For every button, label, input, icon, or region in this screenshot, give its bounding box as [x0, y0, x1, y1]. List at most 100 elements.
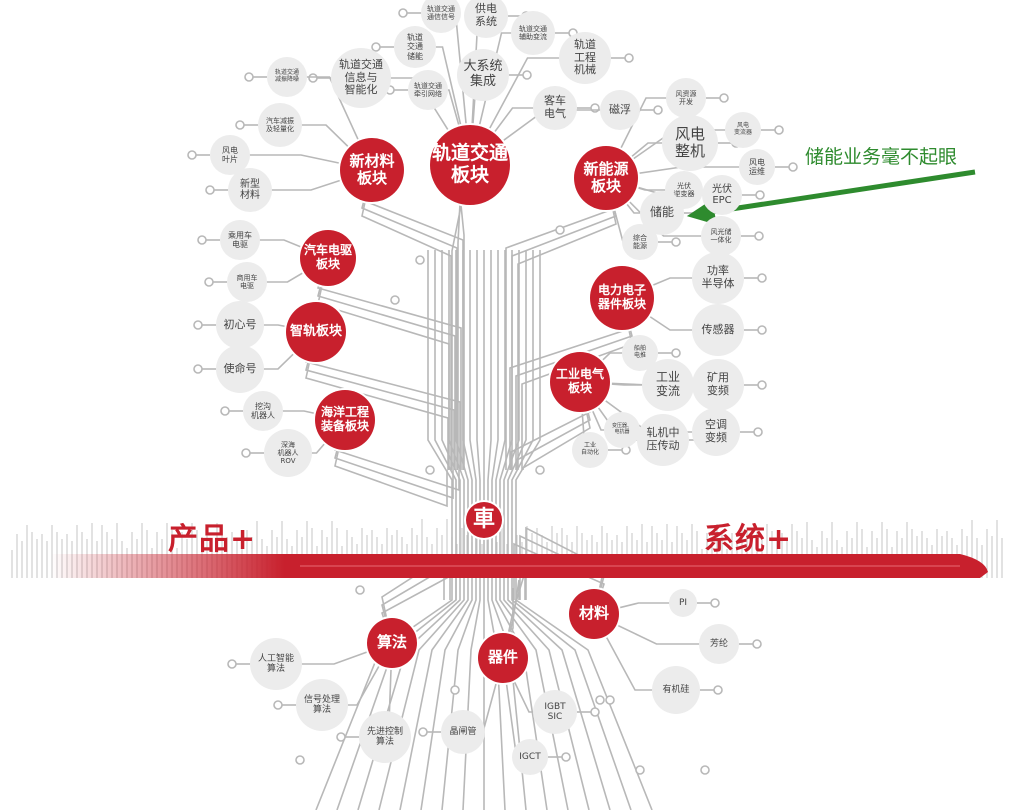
annotation-text: 储能业务毫不起眼 — [805, 146, 958, 168]
item-node-g23: 风电 变流器 — [725, 112, 761, 148]
node-label: 工业 自动化 — [580, 442, 599, 456]
sector-node-industrial: 工业电气 板块 — [550, 352, 610, 412]
wire-end-dot — [755, 190, 765, 200]
wire-end-dot — [754, 231, 764, 241]
item-node-g15: 乘用车 电驱 — [220, 220, 260, 260]
item-node-g35: 空调 变频 — [692, 408, 740, 456]
node-label: IGBT SIC — [544, 701, 566, 722]
sector-node-smartrail: 智轨板块 — [286, 302, 346, 362]
item-node-g45: 晶闸管 — [441, 710, 485, 754]
wire-end-dot — [595, 695, 605, 705]
wire-end-dot — [788, 162, 798, 172]
node-label: 磁浮 — [609, 102, 631, 116]
wire-end-dot — [757, 325, 767, 335]
wire-end-dot — [450, 685, 460, 695]
wire-end-dot — [355, 585, 365, 595]
item-node-g9: 客车 电气 — [533, 86, 577, 130]
wire-end-dot — [398, 8, 408, 18]
item-node-g19: 挖沟 机器人 — [243, 391, 283, 431]
node-label: 功率 半导体 — [701, 264, 735, 290]
wire-end-dot — [624, 53, 634, 63]
node-label: 工业 变流 — [655, 370, 680, 398]
item-node-g16: 商用车 电驱 — [227, 262, 267, 302]
sector-node-material: 材料 — [569, 589, 619, 639]
item-node-g2: 供电 系统 — [464, 0, 508, 38]
wire-end-dot — [227, 659, 237, 669]
wire-end-dot — [671, 237, 681, 247]
node-label: 船舶 电推 — [633, 345, 646, 359]
item-node-g36: 变压器、 电抗器 — [604, 412, 640, 448]
node-label: 光伏 EPC — [712, 183, 732, 207]
node-label: 信号处理 算法 — [303, 694, 340, 715]
node-label: 轨道交通 牵引网络 — [414, 81, 442, 98]
node-label: 有机硅 — [662, 684, 690, 695]
node-label: 风资源 开发 — [675, 89, 697, 106]
crrc-logo: 車 — [466, 502, 502, 538]
wire-end-dot — [371, 42, 381, 52]
wire-end-dot — [522, 70, 532, 80]
wire-end-dot — [187, 150, 197, 160]
node-label: 轨道交通 板块 — [431, 142, 508, 186]
wire-end-dot — [757, 380, 767, 390]
annotation-arrow-line — [704, 169, 976, 216]
node-label: 轨道交通 辅助变流 — [519, 24, 547, 41]
node-label: 初心号 — [223, 317, 257, 331]
sector-node-device: 器件 — [478, 633, 528, 683]
node-label: 光伏 逆变器 — [673, 181, 695, 198]
node-label: 芳纶 — [709, 638, 728, 649]
node-label: 大系统 集成 — [463, 59, 503, 89]
node-label: 新材料 板块 — [349, 151, 395, 187]
node-label: 轧机中 压传动 — [646, 426, 680, 452]
node-label: 储能 — [649, 205, 674, 220]
item-node-g30: 功率 半导体 — [692, 252, 744, 304]
node-label: IGCT — [519, 751, 541, 762]
sector-node-algo: 算法 — [367, 618, 417, 668]
wire-end-dot — [425, 465, 435, 475]
item-node-g1: 轨道交通 通信信号 — [421, 0, 461, 33]
wire-end-dot — [193, 320, 203, 330]
node-label: 轨道 工程 机械 — [574, 38, 596, 77]
trunk-wire — [503, 250, 590, 810]
wire-end-dot — [753, 427, 763, 437]
item-node-g28: 风光储 一体化 — [701, 216, 741, 256]
wire-end-dot — [561, 752, 571, 762]
wire-end-dot — [197, 235, 207, 245]
item-node-g18: 使命号 — [216, 345, 264, 393]
item-node-g4: 轨道 交通 储能 — [394, 26, 436, 68]
wire-end-dot — [774, 125, 784, 135]
node-label: 智轨板块 — [289, 323, 342, 339]
item-node-g17: 初心号 — [216, 301, 264, 349]
wire-end-dot — [205, 185, 215, 195]
node-label: 汽车减振 及轻量化 — [266, 116, 294, 133]
node-label: 材料 — [578, 604, 609, 623]
node-label: 使命号 — [223, 361, 257, 375]
node-label: 先进控制 算法 — [366, 726, 403, 747]
item-node-g12: 汽车减振 及轻量化 — [258, 103, 302, 147]
node-label: 轨道交通 信息与 智能化 — [339, 58, 383, 97]
node-label: 工业电气 板块 — [555, 367, 604, 395]
item-node-g11: 轨道交通 减振降噪 — [267, 57, 307, 97]
node-label: PI — [678, 597, 688, 608]
node-label: 电力电子 器件板块 — [597, 283, 646, 311]
item-node-g24: 风电 运维 — [739, 149, 775, 185]
item-node-g32: 船舶 电推 — [622, 335, 658, 371]
node-label: 算法 — [376, 633, 407, 652]
node-label: 空调 变频 — [705, 418, 727, 444]
trunk-wire — [336, 250, 457, 810]
node-label: 商用车 电驱 — [236, 273, 258, 290]
trunk-wire — [357, 250, 461, 810]
wire-end-dot — [418, 727, 428, 737]
trunk-wire — [315, 250, 453, 810]
trunk-wire — [495, 250, 548, 810]
item-node-g3: 轨道交通 辅助变流 — [511, 11, 555, 55]
wire-end-dot — [295, 755, 305, 765]
wire-end-dot — [415, 255, 425, 265]
item-node-g47: IGCT — [512, 739, 548, 775]
wire-end-dot — [671, 348, 681, 358]
node-label: 人工智能 算法 — [257, 653, 294, 674]
wire-end-dot — [390, 295, 400, 305]
wire-end-dot — [244, 72, 254, 82]
item-node-g26: 光伏 EPC — [702, 175, 742, 215]
node-label: 轨道 交通 储能 — [407, 33, 423, 61]
